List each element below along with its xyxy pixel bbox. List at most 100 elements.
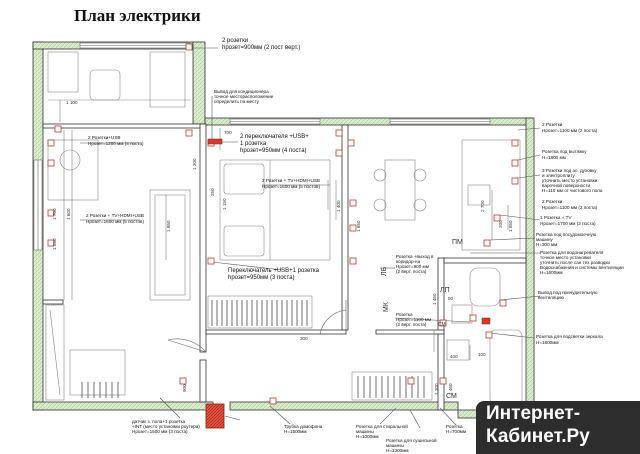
label-l11b: Hрозет=1100 мм (2 поста): [542, 205, 598, 210]
dim-300: 300: [300, 336, 308, 341]
label-l4a: 2 Розетки+USB: [88, 135, 120, 140]
dim-1100: 1 100: [66, 100, 78, 105]
marker-lp: ЛП: [440, 287, 450, 294]
dim-1700: 1 700: [52, 208, 57, 220]
label-l17c: (2 верт. поста): [396, 322, 427, 327]
label-l6b: Hрозет=1600 мм (5 постов): [262, 184, 320, 189]
dim-1450: 1 450: [432, 293, 437, 305]
page-title: План электрики: [74, 6, 201, 25]
dim-1150: 1 150: [222, 198, 227, 210]
label-l2a: Вывод для кондиционера: [214, 89, 269, 94]
label-l15a: Розетка +выход в: [396, 254, 434, 259]
label-l18b: H=1800мм: [536, 340, 559, 345]
dimension-lines: [59, 100, 509, 360]
label-l20a: Трубка домофона: [284, 424, 323, 429]
leader-lines: [80, 47, 541, 429]
label-l23a: Розетка: [446, 424, 463, 429]
interior-walls: [42, 123, 527, 411]
label-l5b: Hрозет=1600 мм (5 постов): [86, 219, 144, 224]
label-l19b: +INT (место установки роутера): [132, 424, 200, 429]
watermark-line2: Кабинет.Ру: [486, 426, 590, 447]
label-l12a: 1 Розетка + TV: [540, 215, 572, 220]
dim-1600: 1 600: [66, 208, 71, 220]
label-l22b: машины: [386, 443, 404, 448]
dim-1550: 1 550: [508, 220, 513, 232]
label-l13a: Розетка под посудомоечную: [536, 232, 597, 237]
label-l7a: Переключатель +USB+1 розетка: [228, 268, 320, 274]
label-l11a: 2 Розетки: [542, 199, 563, 204]
dim-1850: 1 850: [166, 220, 171, 232]
label-l16b: вентиляцию: [538, 295, 565, 300]
label-l22c: H=1300мм: [386, 448, 409, 453]
watermark-line1: Интернет-: [486, 403, 581, 424]
label-l3b: 1 розетка: [240, 141, 267, 147]
label-l10c: уточнить место установки: [542, 178, 598, 183]
dim-250: 250: [210, 188, 215, 196]
ac-outlet: [207, 138, 223, 145]
label-l2c: определить по месту: [214, 99, 260, 104]
label-l17a: Розетка: [396, 312, 413, 317]
label-l1a: 2 розетки: [222, 38, 248, 44]
wardrobe-hatch: [81, 300, 425, 398]
doors: [167, 300, 347, 353]
label-l7b: hрозет=950мм (3 поста): [228, 275, 295, 281]
dim-2700: 2 700: [480, 200, 485, 212]
label-l17b: Hрозет=1100 мм: [396, 317, 431, 322]
label-l4b: Hрозет=1200 мм (4 поста): [88, 141, 144, 146]
watermark-badge: Интернет- Кабинет.Ру: [476, 401, 640, 454]
dim-100: 100: [478, 352, 486, 357]
label-l14d: Водоснабжения и системы вентиляции: [540, 265, 624, 270]
dim-400: 400: [450, 354, 458, 359]
label-l3a: 2 переключателя +USB+: [240, 134, 309, 140]
dim-700: 700: [224, 130, 232, 135]
label-l18a: Розетка для подсветки зеркала: [536, 334, 603, 339]
label-l10e: H=110 мм от чистового пола: [542, 188, 603, 193]
dim-1300: 1 300: [434, 383, 439, 395]
label-l9b: H=1800 мм: [542, 155, 566, 160]
label-l14c: уточнить после сан тех разводки: [540, 260, 610, 265]
marker-lb: ЛБ: [381, 266, 388, 276]
marker-sm: СМ: [446, 393, 457, 400]
marker-sm2: СМ: [438, 322, 446, 328]
label-l8a: 2 Розетки: [542, 122, 563, 127]
label-l21b: машины: [356, 429, 374, 434]
label-l19c: Hрозет=1500 мм (3 поста): [132, 429, 188, 434]
dim-1200: 1 200: [192, 158, 197, 170]
marker-pm: ПМ: [452, 239, 463, 246]
label-l2b: точное месторасположение: [214, 94, 274, 99]
label-l15d: (2 верт. поста): [396, 269, 427, 274]
label-l10d: варочной поверхности: [542, 182, 591, 188]
label-l15c: Hрозет=900 мм: [396, 264, 429, 269]
label-l13c: H=300 мм: [536, 242, 557, 247]
label-l14a: Розетка для водонагревателя: [540, 250, 604, 255]
dim-1400: 1 400: [336, 200, 341, 212]
dim-1250: 1 250: [52, 238, 57, 250]
label-l23b: H=700мм: [446, 429, 466, 434]
label-l21a: Розетка для стиральной: [356, 423, 408, 429]
windows: [33, 42, 491, 251]
ventilation-outlet: [481, 317, 491, 325]
label-l8b: Hрозет=1100 мм (2 поста): [542, 128, 598, 133]
dim-50: 50: [448, 296, 454, 301]
label-l1b: hрозет=900мм (2 пост верт.): [222, 45, 300, 51]
exterior-walls: [32, 41, 535, 419]
label-l19a: датчик з. пола+1 розетка: [132, 419, 186, 424]
furniture: [45, 51, 523, 406]
label-l21c: H=1000мм: [356, 434, 379, 439]
electrical-panel: [205, 403, 225, 429]
label-l14e: H=1600мм: [540, 270, 563, 275]
label-l5a: 2 Розетки + TV+HDMI+USB: [86, 213, 144, 218]
label-l6a: 2 Розетки + TV+HDMI+USB: [262, 178, 320, 183]
label-l14b: точное место установки: [540, 255, 591, 260]
dim-900: 900: [182, 384, 187, 392]
label-l12b: Hрозет=1700 мм (2 поста): [540, 221, 596, 226]
label-l13b: машину: [536, 237, 554, 242]
dim-1460: 1 460: [448, 383, 453, 395]
dim-200: 200: [498, 220, 503, 228]
label-l22a: Розетка для сушильной: [386, 437, 437, 443]
label-l10b: и электроплиту: [542, 173, 575, 178]
sockets: [47, 43, 519, 405]
label-l20b: H=1500мм: [284, 429, 307, 434]
label-l15b: коридор-на: [396, 259, 421, 264]
